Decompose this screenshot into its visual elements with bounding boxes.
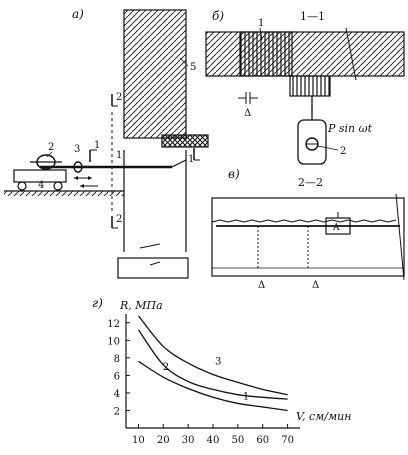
section-2-2-frame [211, 197, 405, 277]
panel-a: а) 1 2 3 4 5 1 [4, 7, 209, 279]
foundation-block [117, 257, 189, 279]
callout-a-5: 5 [190, 62, 196, 73]
section-mark-1-left: 1 [94, 140, 100, 151]
x-tick-label-3: 40 [207, 435, 220, 446]
panel-b: б) 1—1 P sin ωt 1 2 Δ [205, 9, 405, 165]
gap-label-v-left: Δ [258, 280, 265, 291]
callout-b-2-leader [317, 145, 339, 151]
callout-a-5-leader [179, 57, 189, 67]
section-1-1-bar [205, 31, 405, 77]
gap-label-v-right: Δ [312, 280, 319, 291]
motion-arrow-upper-head-l [74, 176, 78, 180]
clamp [73, 161, 83, 173]
callout-a-3: 3 [74, 144, 80, 155]
section-mark-2-bottom: 2 [116, 214, 122, 225]
series-line-1 [138, 360, 288, 412]
callout-a-2: 2 [48, 142, 54, 153]
chart-ylabel: R, МПа [119, 299, 163, 312]
y-tick-label-5: 12 [107, 319, 120, 330]
series-label-2: 2 [163, 362, 169, 373]
callout-b-1-leader [259, 27, 263, 41]
y-tick-label-3: 8 [114, 354, 120, 365]
y-tick-label-4: 10 [107, 336, 120, 347]
section-1-1-rod-block [289, 75, 331, 97]
callout-a-2-leader [46, 151, 53, 158]
ground-hatch [4, 191, 124, 196]
series-label-1: 1 [243, 391, 249, 402]
y-tick-label-0: 2 [114, 406, 120, 417]
section-mark-2-top: 2 [116, 92, 122, 103]
panel-v: в) 2—2 A Δ Δ [211, 167, 405, 291]
y-tick-label-2: 6 [114, 371, 120, 382]
x-tick-label-4: 50 [231, 435, 244, 446]
motion-arrow-upper-head-r [88, 176, 92, 180]
x-tick-label-5: 60 [256, 435, 269, 446]
series-line-3 [137, 315, 288, 396]
series-label-3: 3 [215, 356, 221, 367]
callout-b-2: 2 [340, 146, 346, 157]
callout-a-1: 1 [116, 150, 122, 161]
foundation-break [149, 261, 161, 266]
panel-a-label: а) [72, 7, 84, 21]
callout-b-1: 1 [258, 18, 264, 29]
rod-to-bar [171, 159, 187, 168]
callout-a-4: 4 [38, 180, 44, 191]
wall-break-mark [139, 243, 161, 249]
force-label: P sin ωt [327, 122, 373, 135]
panel-g-label: г) [92, 296, 103, 310]
panel-g: г) R, МПа V, см/мин 10 20 30 40 50 60 70 2 4 6 8 10… [92, 296, 351, 446]
section-1-1-title: 1—1 [300, 10, 325, 23]
embedded-bar-block [161, 134, 209, 148]
section-1-1-insert [239, 31, 293, 77]
panel-b-label: б) [212, 9, 224, 23]
series-line-2 [137, 329, 288, 400]
gauge-label: A [332, 223, 340, 233]
x-tick-label-2: 30 [182, 435, 195, 446]
x-tick-label-6: 70 [281, 435, 294, 446]
y-tick-label-1: 4 [114, 389, 120, 400]
x-tick-label-1: 20 [157, 435, 170, 446]
wall [123, 9, 187, 139]
panel-v-label: в) [228, 167, 240, 181]
section-mark-1-right: 1 [188, 154, 194, 165]
vibrator-body [297, 119, 327, 165]
motion-arrow-lower-head [80, 184, 84, 188]
section-1-1-break [345, 27, 357, 81]
chart-xlabel: V, см/мин [296, 410, 351, 423]
cart-wheel-right [53, 181, 63, 191]
cart-body [13, 169, 67, 183]
x-tick-label-0: 10 [132, 435, 145, 446]
cart-wheel-left [17, 181, 27, 191]
section-2-2-title: 2—2 [298, 176, 323, 189]
gap-label-b: Δ [244, 108, 251, 119]
section-2-2-break-right [395, 193, 405, 281]
section-2-2-rough-edge [211, 219, 397, 223]
